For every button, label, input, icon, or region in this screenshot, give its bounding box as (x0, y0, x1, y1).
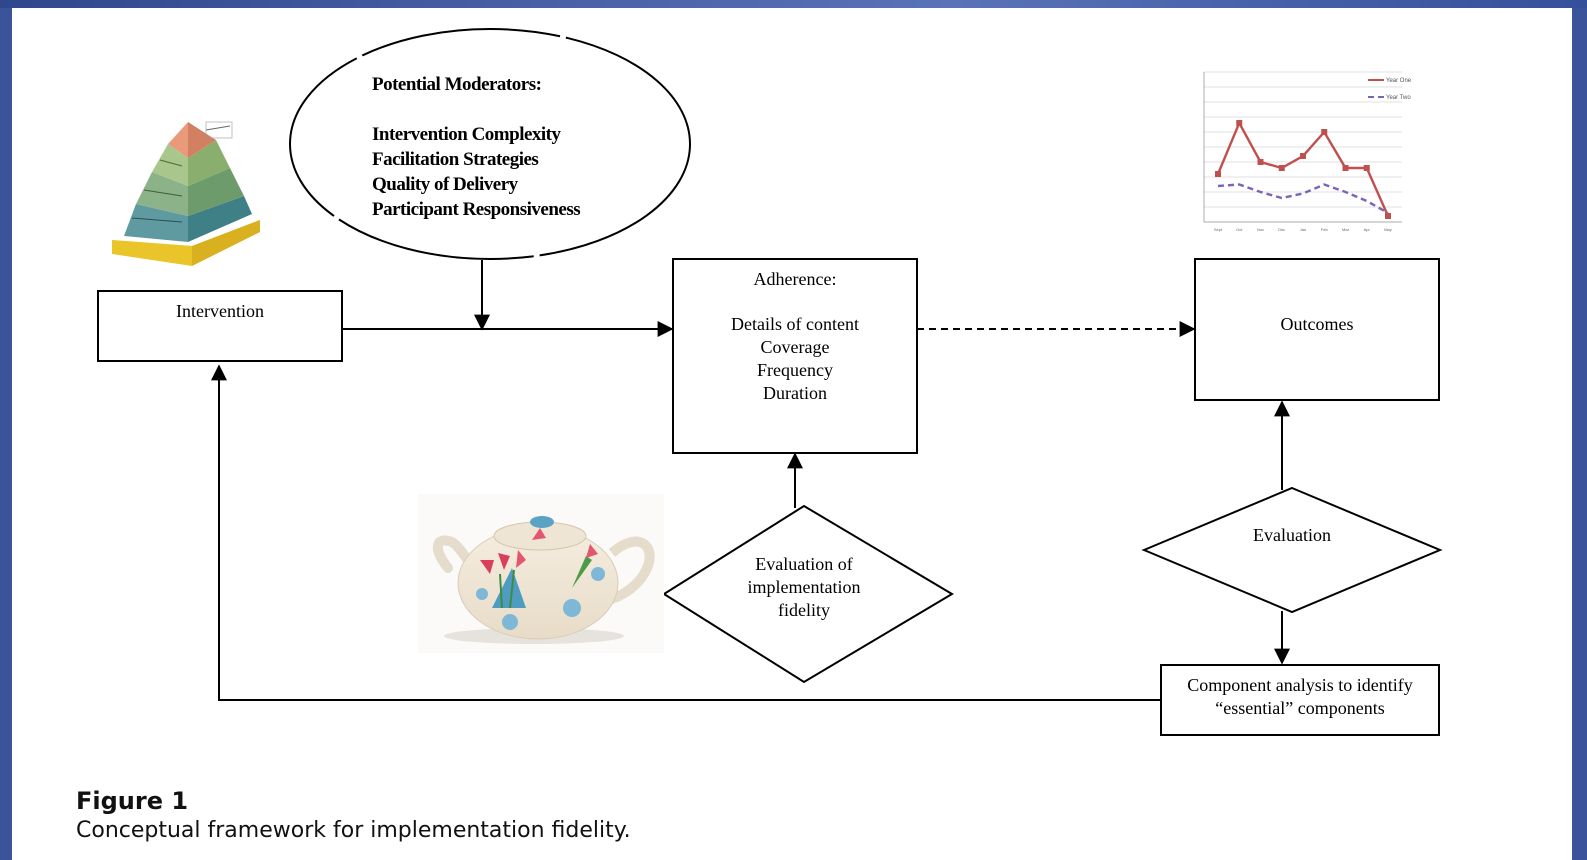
evaluation-diamond-text: Evaluation (1212, 524, 1372, 547)
moderators-text: Potential Moderators: Intervention Compl… (372, 72, 672, 222)
chart-tick-label: Oct (1236, 227, 1243, 232)
fidelity-line: implementation (747, 577, 861, 597)
feedback-loop-arrow (211, 364, 1160, 701)
fidelity-diamond-text: Evaluation of implementation fidelity (724, 553, 884, 622)
chart-tick-label: Jan (1300, 227, 1306, 232)
chart-tick-label: Nov (1257, 227, 1264, 232)
adherence-box: Adherence: Details of content Coverage F… (672, 258, 918, 454)
moderator-item: Intervention Complexity (372, 124, 561, 145)
figure-label: Figure 1 (76, 787, 189, 815)
chart-point (1385, 213, 1391, 219)
fidelity-line: Evaluation of (755, 554, 853, 574)
component-line-1: Component analysis to identify (1187, 675, 1413, 695)
chart-tick-label: Feb (1321, 227, 1329, 232)
chart-legend-label: Year One (1386, 78, 1412, 84)
outcomes-box: Outcomes (1194, 258, 1440, 401)
chart-point (1257, 159, 1264, 165)
moderators-ellipse (289, 28, 691, 260)
adherence-item: Duration (763, 383, 827, 403)
adherence-item: Frequency (757, 360, 833, 380)
adherence-item: Coverage (760, 337, 830, 357)
teapot-photo (418, 494, 664, 653)
component-analysis-box: Component analysis to identify “essentia… (1160, 664, 1440, 736)
evaluation-label: Evaluation (1253, 525, 1331, 545)
chart-series-line (1217, 183, 1389, 215)
intervention-box: Intervention (97, 290, 343, 362)
figure-caption: Figure 1 Conceptual framework for implem… (76, 786, 631, 846)
chart-point (1342, 165, 1349, 171)
chart-tick-label: May (1384, 227, 1392, 232)
pyramid-image (112, 121, 260, 266)
fidelity-line: fidelity (778, 600, 830, 620)
chart-point (1363, 165, 1370, 171)
mini-line-chart: Sept Oct Nov Dec Jan Feb Mar Apr May Year OneYear… (1203, 71, 1412, 232)
figure-description: Conceptual framework for implementation … (76, 818, 631, 843)
chart-tick-label: Mar (1342, 227, 1350, 232)
chart-tick-label: Dec (1278, 227, 1285, 232)
chart-series-line (1216, 120, 1390, 217)
chart-point (1236, 120, 1243, 126)
diagram-canvas: Sept Oct Nov Dec Jan Feb Mar Apr May Year OneYear… (112, 28, 1443, 701)
chart-point (1278, 165, 1285, 171)
moderator-item: Facilitation Strategies (372, 149, 539, 170)
component-line-2: “essential” components (1215, 698, 1385, 718)
adherence-title: Adherence: (753, 269, 837, 289)
chart-tick-label: Sept (1214, 227, 1223, 232)
chart-point (1321, 129, 1328, 135)
adherence-item: Details of content (731, 314, 859, 334)
top-frame-band (0, 0, 1587, 8)
evaluation-diamond (1141, 486, 1443, 614)
fidelity-diamond (662, 504, 954, 684)
moderators-heading: Potential Moderators: (372, 74, 542, 95)
moderator-item: Participant Responsiveness (372, 199, 581, 220)
outcomes-label: Outcomes (1280, 314, 1354, 334)
chart-point (1215, 171, 1221, 177)
intervention-label: Intervention (176, 301, 264, 321)
moderator-item: Quality of Delivery (372, 174, 518, 195)
chart-point (1300, 153, 1306, 159)
chart-legend-label: Year Two (1386, 95, 1411, 101)
chart-tick-label: Apr (1364, 227, 1371, 232)
